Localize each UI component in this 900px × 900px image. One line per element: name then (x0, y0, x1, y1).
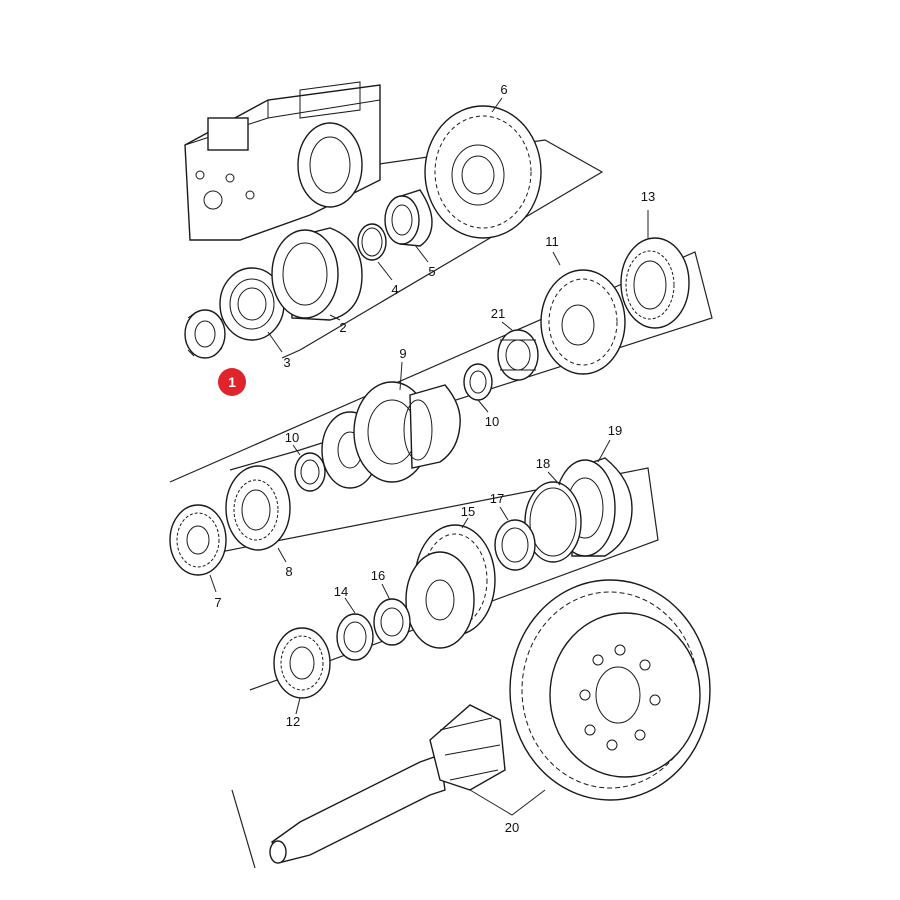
part-18-snap-ring[interactable] (524, 481, 582, 563)
highlight-badge-circle (218, 368, 246, 396)
callout-6: 6 (500, 82, 507, 97)
callout-13: 13 (641, 189, 655, 204)
callout-labels: 2 3 4 5 6 7 8 9 10 10 11 12 13 14 15 16 … (214, 82, 655, 835)
transmission-housing[interactable] (184, 81, 381, 241)
callout-12: 12 (286, 714, 300, 729)
part-12-gear[interactable] (273, 627, 331, 699)
part-14-washer[interactable] (336, 613, 374, 661)
part-15-gear[interactable] (405, 524, 496, 649)
part-10-needle-bearing-lower[interactable] (294, 452, 326, 492)
part-1-lock-nut[interactable] (184, 309, 226, 359)
callout-20: 20 (505, 820, 519, 835)
callout-9: 9 (399, 346, 406, 361)
callout-21: 21 (491, 306, 505, 321)
callout-18: 18 (536, 456, 550, 471)
highlight-badge-label: 1 (228, 374, 236, 390)
part-8-synchronizer[interactable] (225, 465, 291, 551)
part-17-washer[interactable] (494, 519, 536, 571)
callout-7: 7 (214, 595, 221, 610)
leader-lines (209, 97, 649, 816)
part-4-snap-ring[interactable] (357, 223, 387, 261)
part-5-splined-sleeve[interactable] (384, 189, 433, 247)
callout-8: 8 (285, 564, 292, 579)
part-11-gear[interactable] (540, 269, 626, 375)
part-16-needle-bearing[interactable] (373, 598, 411, 646)
callout-19: 19 (608, 423, 622, 438)
callout-14: 14 (334, 584, 348, 599)
callout-10-upper: 10 (485, 414, 499, 429)
part-13-synchronizer[interactable] (620, 237, 690, 329)
part-10-needle-bearing-upper[interactable] (463, 363, 493, 401)
highlight-badge-1[interactable]: 1 (218, 368, 246, 396)
callout-2: 2 (339, 320, 346, 335)
part-21-needle-bearing[interactable] (497, 329, 539, 381)
part-20-pinion-shaft[interactable] (269, 704, 506, 864)
callout-15: 15 (461, 504, 475, 519)
callout-10-lower: 10 (285, 430, 299, 445)
callout-16: 16 (371, 568, 385, 583)
part-20-crown-wheel[interactable] (509, 579, 711, 801)
callout-4: 4 (391, 282, 398, 297)
part-9-gear-cluster[interactable] (321, 381, 461, 489)
part-6-gear[interactable] (424, 105, 542, 239)
callout-5: 5 (428, 264, 435, 279)
callout-17: 17 (490, 491, 504, 506)
part-7-gear[interactable] (169, 504, 227, 576)
part-2-bearing-cup[interactable] (271, 227, 363, 321)
callout-3: 3 (283, 355, 290, 370)
callout-11: 11 (545, 234, 559, 249)
